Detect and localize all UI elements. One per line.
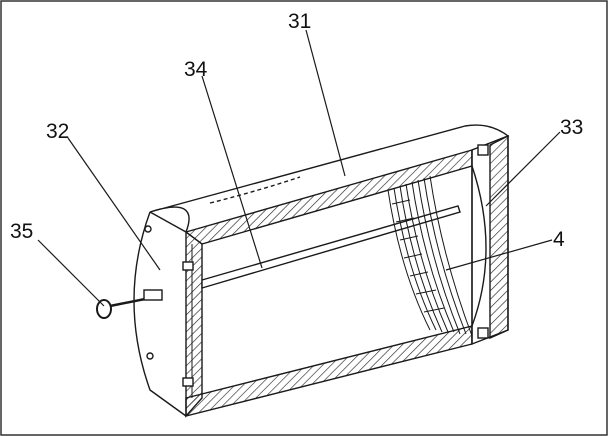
label-32: 32	[46, 120, 69, 143]
leader-33	[485, 131, 561, 207]
fastener-top	[182, 261, 194, 271]
label-33: 33	[560, 116, 583, 139]
leader-31	[305, 29, 346, 177]
spiral-spring	[387, 175, 473, 337]
leader-4	[445, 239, 553, 271]
left-cap-top-edge	[149, 211, 187, 233]
right-end-plate	[489, 134, 509, 340]
label-35: 35	[10, 220, 33, 243]
fastener-bottom	[182, 377, 194, 387]
leader-32	[67, 137, 161, 271]
knob-coupling	[143, 289, 163, 301]
label-34: 34	[184, 58, 208, 81]
left-cap-outer-edge	[133, 211, 187, 417]
shaft	[201, 205, 461, 289]
right-inner-ring	[471, 165, 487, 327]
housing-body	[96, 124, 510, 418]
label-4: 4	[553, 228, 565, 251]
left-end-plate	[185, 230, 203, 418]
top-surface-marks	[209, 176, 301, 204]
top-outer-surface	[149, 124, 510, 233]
top-wall-section	[184, 149, 473, 245]
knob	[96, 299, 112, 319]
hole-top	[144, 225, 152, 233]
leader-34	[201, 75, 263, 269]
leader-lines	[37, 29, 561, 307]
hole-bottom	[146, 352, 154, 360]
right-fastener-top	[477, 144, 489, 156]
right-fastener-bottom	[477, 327, 489, 339]
label-31: 31	[288, 10, 311, 33]
bottom-wall-section	[185, 325, 473, 417]
leader-35	[37, 239, 105, 307]
